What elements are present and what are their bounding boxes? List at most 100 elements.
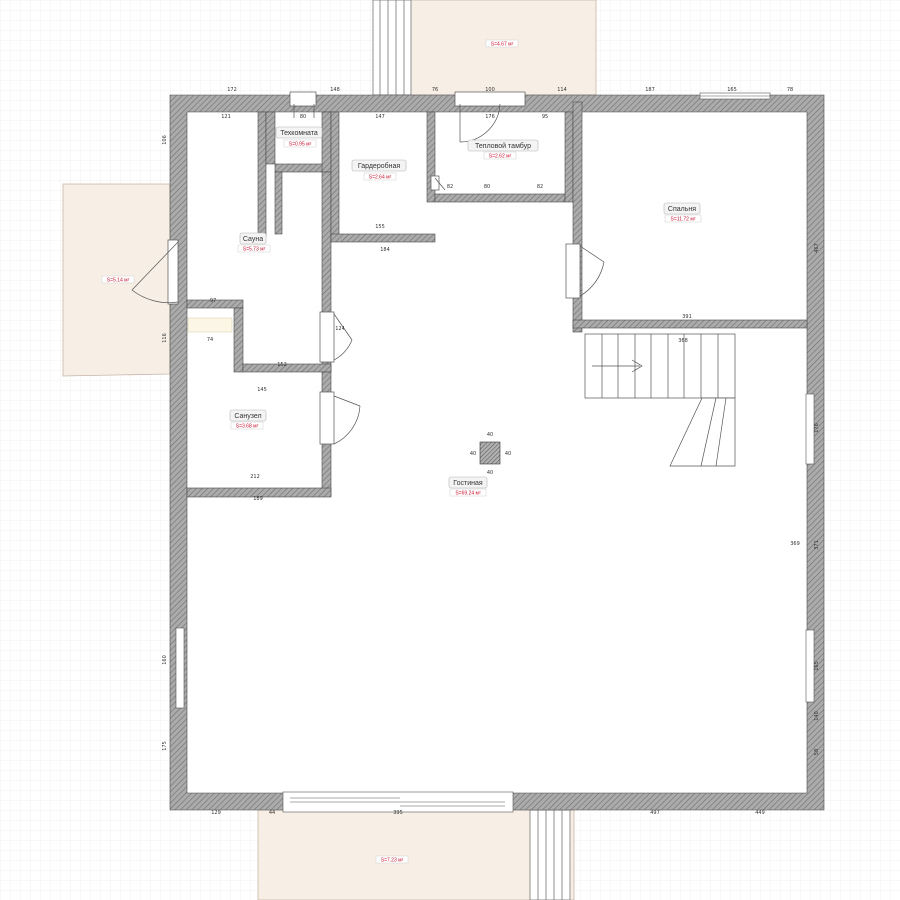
room-name-living: Гостиная — [453, 480, 483, 487]
dimension-right-0: 467 — [814, 243, 820, 253]
wall-sauna-west — [257, 111, 267, 237]
dimension-interior-16: 369 — [790, 541, 800, 547]
room-area-living: S=69.24 м² — [455, 491, 481, 497]
steps-bottom — [529, 809, 571, 900]
doors — [131, 91, 605, 445]
terrace-bottom — [257, 809, 575, 900]
dimension-top-2: 76 — [432, 87, 438, 93]
door-tech[interactable] — [289, 91, 317, 118]
dimension-right-1: 176 — [814, 423, 820, 433]
window-right-1 — [805, 393, 815, 465]
room-tech: Техкомната S=0.95 м² — [275, 126, 323, 148]
room-area-wardrobe: S=2.64 м² — [369, 175, 392, 181]
terrace-bottom-area: S=7.23 м² — [381, 858, 404, 864]
wall-bath-north — [242, 363, 332, 373]
wall-wardrobe-east — [426, 111, 436, 203]
dimension-top-3: 100 — [485, 87, 495, 93]
door-sauna[interactable] — [319, 311, 353, 363]
dimension-right-3: 165 — [814, 661, 820, 671]
walls — [169, 94, 825, 811]
door-vestibule[interactable] — [454, 91, 526, 143]
dimension-bottom-4: 449 — [755, 810, 765, 816]
room-name-bathroom: Санузел — [234, 413, 261, 420]
wall-tech-east — [321, 111, 332, 173]
dimension-right-2: 371 — [814, 540, 820, 550]
room-name-sauna: Сауна — [243, 236, 263, 243]
dimension-interior-12: 189 — [253, 496, 263, 502]
dimension-interior-5: 184 — [380, 247, 390, 253]
dimension-bottom-3: 497 — [650, 810, 660, 816]
room-name-vestibule: Тепловой тамбур — [475, 142, 531, 150]
staircase — [584, 333, 736, 467]
terrace-top — [409, 0, 597, 96]
room-name-wardrobe: Гардеробная — [358, 162, 401, 170]
dimension-top-6: 165 — [727, 87, 737, 93]
windows — [175, 92, 815, 813]
dimension-left-2: 160 — [162, 655, 168, 665]
dimension-right-4: 140 — [814, 711, 820, 721]
wall-vestibule-east — [564, 111, 574, 203]
dimension-bottom-1: 44 — [269, 810, 275, 816]
room-area-tech: S=0.95 м² — [289, 142, 312, 148]
column-dim-top: 40 — [487, 432, 493, 438]
column-dim-right: 40 — [505, 451, 511, 457]
door-bathroom[interactable] — [319, 391, 361, 445]
dimension-interior-9: 155 — [375, 224, 385, 230]
dimension-bottom-0: 129 — [211, 810, 221, 816]
dimension-interior-1: 80 — [300, 114, 306, 120]
room-wardrobe: Гардеробная S=2.64 м² — [351, 159, 407, 181]
room-area-bathroom: S=3.68 м² — [236, 424, 259, 430]
dimension-interior-11: 368 — [678, 338, 688, 344]
room-area-vestibule: S=2.62 м² — [489, 154, 512, 160]
dimension-interior-19: 124 — [335, 326, 345, 332]
dimension-interior-7: 80 — [484, 184, 490, 190]
dimension-labels: 172 148 76 100 114 187 165 78 129 44 395 497 449 467 1… — [162, 87, 820, 816]
dimension-interior-13: 145 — [257, 387, 267, 393]
column — [479, 441, 501, 465]
dimension-interior-17: 74 — [207, 337, 213, 343]
terraces — [62, 0, 597, 900]
wall-tech-west — [265, 111, 276, 165]
wall-bedroom-south — [572, 319, 808, 329]
dimension-top-5: 187 — [645, 87, 655, 93]
dimension-interior-14: 152 — [277, 362, 287, 368]
terrace-labels: S=4.67 м² S=5.14 м² S=7.23 м² — [101, 39, 519, 864]
wall-bedroom-west — [572, 101, 583, 333]
door-terrace-left[interactable] — [131, 239, 179, 305]
room-bathroom: Санузел S=3.68 м² — [229, 409, 267, 430]
column-dims: 40 40 40 40 — [470, 432, 511, 476]
dimension-interior-0: 121 — [221, 114, 231, 120]
dimension-interior-8: 82 — [537, 184, 543, 190]
room-bedroom: Спальня S=11.72 м² — [663, 202, 702, 223]
door-wardrobe[interactable] — [430, 175, 446, 191]
room-living: Гостиная S=69.24 м² — [448, 476, 488, 497]
room-area-sauna: S=5.73 м² — [243, 247, 266, 253]
room-name-bedroom: Спальня — [668, 206, 696, 213]
column-dim-left: 40 — [470, 451, 476, 457]
terrace-left-area: S=5.14 м² — [107, 278, 130, 284]
dimension-top-0: 172 — [227, 87, 237, 93]
door-bedroom[interactable] — [565, 243, 605, 299]
wall-bath-north-step — [233, 307, 244, 373]
wall-wardrobe-south — [330, 233, 436, 243]
wall-sauna-south — [186, 299, 244, 309]
dimension-right-5: 58 — [814, 749, 820, 755]
terrace-top-area: S=4.67 м² — [491, 42, 514, 48]
dimension-left-1: 116 — [162, 333, 168, 343]
dimension-top-4: 114 — [557, 87, 567, 93]
dimension-interior-18: 97 — [210, 298, 216, 304]
dimension-interior-6: 82 — [447, 184, 453, 190]
dimension-bottom-2: 395 — [393, 810, 403, 816]
dimension-left-0: 106 — [162, 135, 168, 145]
steps-top — [372, 0, 412, 96]
dimension-interior-3: 176 — [485, 114, 495, 120]
dimension-interior-15: 212 — [250, 474, 260, 480]
room-name-tech: Техкомната — [280, 130, 318, 137]
dimension-top-1: 148 — [330, 87, 340, 93]
dimension-interior-2: 147 — [375, 114, 385, 120]
dimension-top-7: 78 — [787, 87, 793, 93]
dimension-interior-10: 391 — [682, 314, 692, 320]
exterior-wall — [169, 94, 825, 811]
